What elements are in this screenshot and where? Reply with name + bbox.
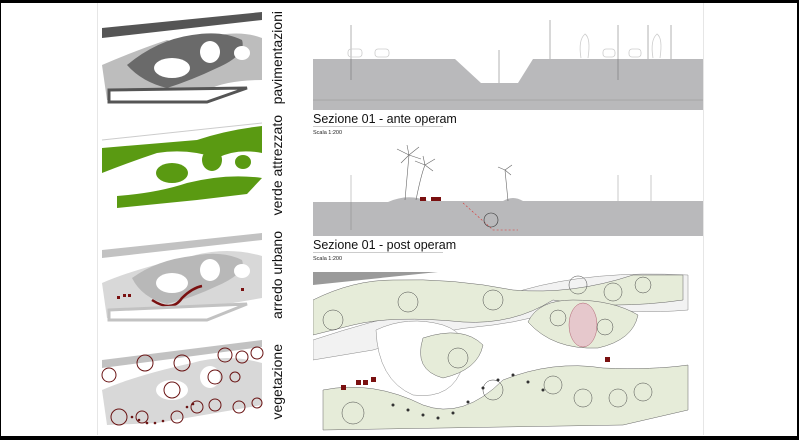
layer-panel-verde-attrezzato xyxy=(101,122,263,208)
divider-line xyxy=(97,3,98,435)
layer-label: vegetazione xyxy=(269,344,285,420)
section-scale: Scala 1:200 xyxy=(313,130,343,136)
section-title: Sezione 01 - ante operam xyxy=(313,112,457,127)
site-plan xyxy=(313,272,689,431)
layer-label: arredo urbano xyxy=(269,231,285,319)
layer-panel-pavimentazioni xyxy=(102,12,262,104)
section-drawing-1 xyxy=(313,20,703,110)
divider-line xyxy=(703,3,704,435)
layer-label: pavimentazioni xyxy=(269,11,285,105)
section-title: Sezione 01 - post operam xyxy=(313,238,457,253)
layer-panel-arredo-urbano xyxy=(102,233,262,322)
layer-label: verde attrezzato xyxy=(269,114,285,216)
section-scale: Scala 1:200 xyxy=(313,256,343,262)
layer-panel-vegetazione xyxy=(101,340,264,426)
section-drawing-2 xyxy=(313,144,703,236)
